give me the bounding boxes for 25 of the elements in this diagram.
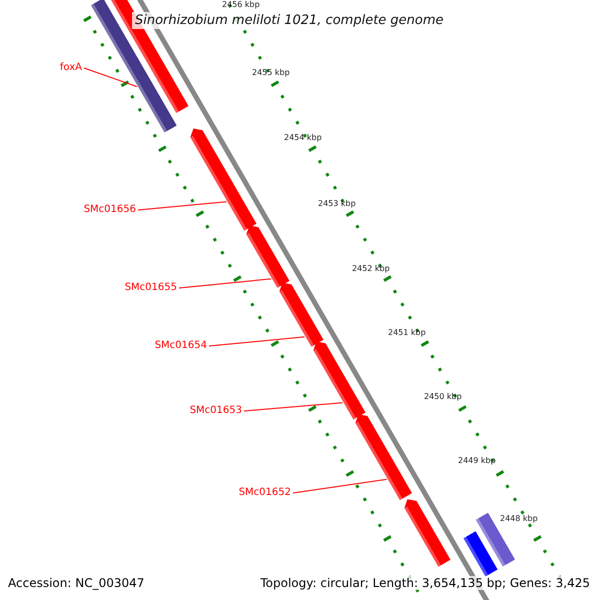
gene-label: SMc01656 — [84, 203, 136, 217]
scale-label: 2449 kbp — [458, 456, 496, 465]
gene-label: SMc01654 — [154, 339, 207, 353]
gene-feature — [355, 414, 412, 500]
leader-line — [178, 278, 272, 288]
leader-line — [138, 201, 227, 210]
accession-text: Accession: NC_003047 — [8, 576, 144, 590]
leader-line — [292, 478, 388, 494]
gene-label: SMc01655 — [124, 281, 177, 295]
leader-line — [84, 68, 138, 88]
gene-feature — [190, 128, 256, 231]
scale-label: 2456 kbp — [222, 0, 260, 9]
gene-feature — [246, 226, 290, 288]
gene-feature — [279, 282, 324, 347]
gene-feature — [404, 499, 450, 567]
scale-label: 2448 kbp — [500, 514, 538, 523]
leader-line — [208, 336, 305, 346]
scale-label: 2453 kbp — [318, 199, 356, 208]
leader-line — [244, 402, 343, 412]
gene-label: SMc01652 — [238, 486, 291, 500]
gene-feature — [464, 531, 498, 576]
gene-label: foxA — [60, 61, 82, 75]
scale-label: 2455 kbp — [252, 68, 290, 77]
gene-label: SMc01653 — [190, 404, 242, 418]
gene-feature — [313, 342, 366, 420]
